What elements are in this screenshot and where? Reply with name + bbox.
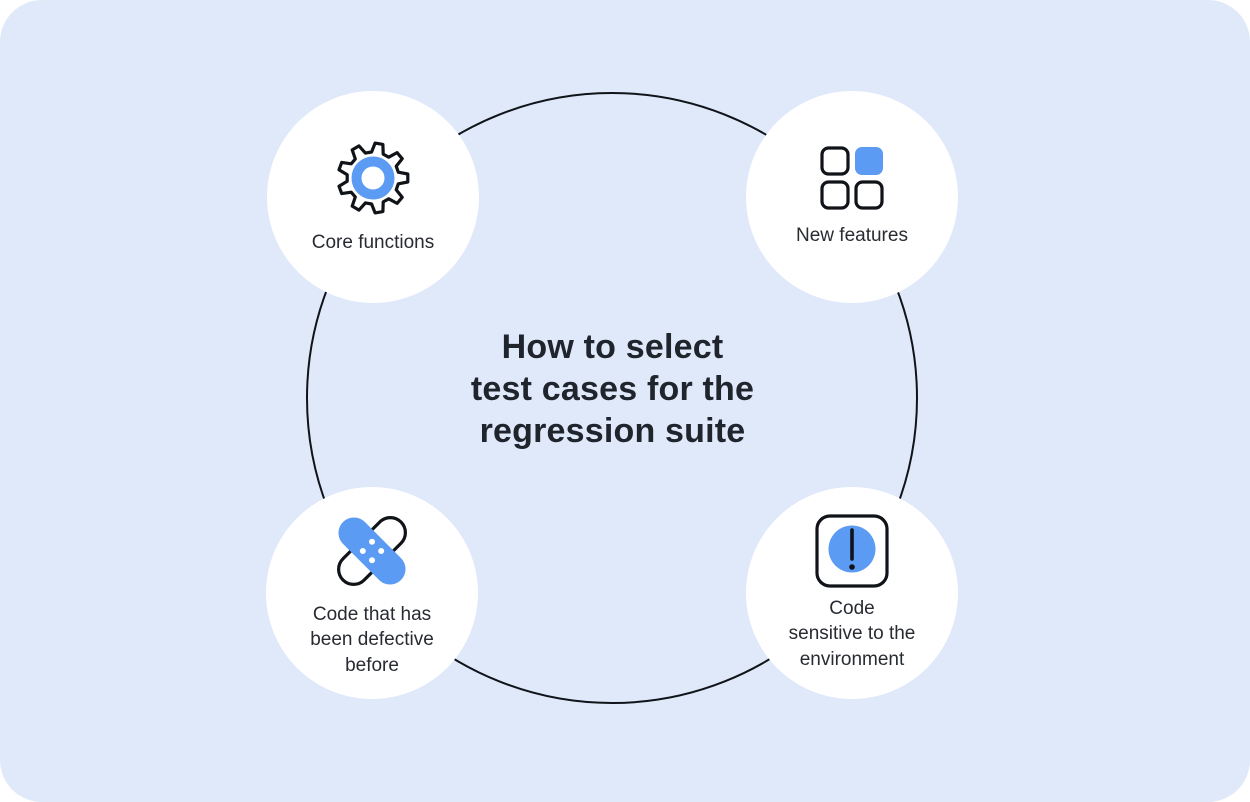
- node-label-defective-code: Code that has been defective before: [310, 603, 434, 676]
- node-environment-sensitive-code: Code sensitive to the environment: [746, 487, 958, 699]
- feature-grid-icon: [819, 145, 885, 211]
- bandage-icon: [329, 508, 415, 594]
- node-label-new-features: New features: [796, 225, 908, 247]
- cycle-ring: [306, 92, 918, 704]
- node-new-features: New features: [746, 91, 958, 303]
- alert-icon: [815, 513, 889, 588]
- gear-icon: [333, 138, 413, 218]
- node-core-functions: Core functions: [267, 91, 479, 303]
- node-defective-code: Code that has been defective before: [266, 487, 478, 699]
- node-label-core-functions: Core functions: [311, 232, 435, 254]
- diagram-title: How to select test cases for the regress…: [470, 328, 755, 451]
- node-label-environment-sensitive: Code sensitive to the environment: [788, 597, 916, 670]
